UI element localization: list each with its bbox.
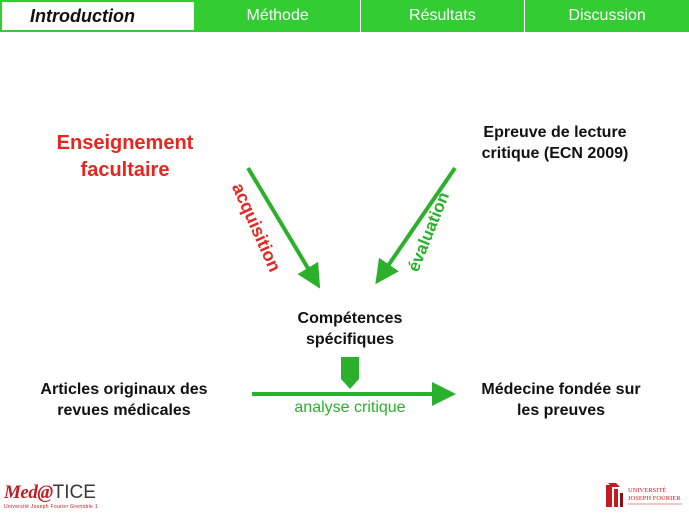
medatice-brand-suffix: TICE	[52, 482, 96, 503]
label-analyse-critique: analyse critique	[294, 399, 406, 416]
node-competences-line1: Compétences	[297, 310, 403, 327]
tab-introduction[interactable]: Introduction	[0, 0, 196, 32]
node-epreuve-line2: critique (ECN 2009)	[481, 145, 629, 162]
medatice-brand-main: Med@	[4, 482, 53, 503]
node-articles-originaux: Articles originaux des revues médicales	[8, 379, 240, 421]
node-epreuve-line1: Epreuve de lecture	[483, 124, 627, 141]
top-nav-bar: Introduction Méthode Résultats Discussio…	[0, 0, 689, 33]
node-medecine-fondee: Médecine fondée sur les preuves	[450, 379, 672, 421]
tab-discussion[interactable]: Discussion	[568, 7, 646, 24]
node-articles-line2: revues médicales	[57, 402, 191, 419]
node-competences-line2: spécifiques	[305, 331, 395, 348]
medatice-brand: Med@TICE	[4, 482, 154, 503]
ujf-logo: UNIVERSITÉ JOSEPH FOURIER	[606, 483, 682, 507]
node-enseignement-line2: facultaire	[80, 159, 170, 181]
node-medecine-line1: Médecine fondée sur	[481, 381, 641, 398]
node-articles-line1: Articles originaux des	[40, 381, 208, 398]
node-enseignement-line1: Enseignement	[56, 132, 194, 154]
medatice-subtitle: Université Joseph Fourier Grenoble 1	[4, 504, 98, 510]
tab-methode[interactable]: Méthode	[196, 0, 361, 32]
node-medecine-line2: les preuves	[516, 402, 606, 419]
node-epreuve-lecture-critique: Epreuve de lecture critique (ECN 2009)	[450, 122, 660, 164]
ujf-logo-line1: UNIVERSITÉ	[628, 486, 666, 494]
competences-down-arrow	[341, 357, 359, 389]
acquisition-arrow	[246, 166, 321, 289]
tab-resultats[interactable]: Résultats	[361, 0, 526, 32]
node-enseignement-facultaire: Enseignement facultaire	[45, 130, 205, 184]
ujf-logo-line2: JOSEPH FOURIER	[628, 495, 681, 502]
medatice-logo: Med@TICE Université Joseph Fourier Greno…	[4, 482, 154, 514]
evaluation-arrow	[375, 166, 457, 285]
node-competences-specifiques: Compétences spécifiques	[255, 308, 445, 350]
